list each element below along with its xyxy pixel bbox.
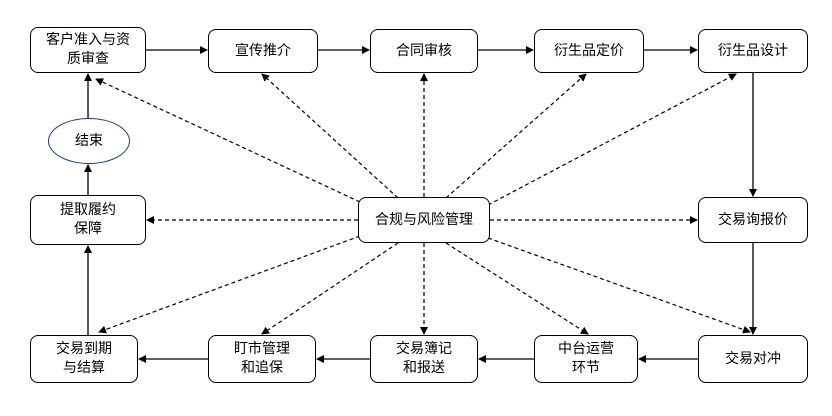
node-performance-guarantee: 提取履约 保障 xyxy=(30,195,146,245)
dashed-risk-to-admission xyxy=(95,78,361,203)
node-middle-office: 中台运营 环节 xyxy=(534,335,638,383)
node-trade-inquiry: 交易询报价 xyxy=(698,197,808,243)
node-booking-reporting: 交易簿记 和报送 xyxy=(370,335,478,383)
node-contract-review: 合同审核 xyxy=(370,29,478,73)
node-customer-admission: 客户准入与资 质审查 xyxy=(30,27,146,73)
node-mark-to-market: 盯市管理 和追保 xyxy=(208,335,316,383)
node-derivative-pricing: 衍生品定价 xyxy=(534,29,644,73)
dashed-risk-to-maturity xyxy=(98,235,361,334)
dashed-risk-to-mtm xyxy=(261,242,399,335)
node-hedging: 交易对冲 xyxy=(698,335,808,383)
node-maturity-settlement: 交易到期 与结算 xyxy=(30,335,138,383)
node-end: 结束 xyxy=(48,118,130,164)
node-promotion: 宣传推介 xyxy=(208,29,318,73)
dashed-risk-to-pricing xyxy=(445,73,587,199)
dashed-risk-to-promotion xyxy=(261,73,399,199)
node-derivative-design: 衍生品设计 xyxy=(698,29,808,73)
dashed-risk-to-design xyxy=(487,73,737,206)
node-compliance-risk: 合规与风险管理 xyxy=(358,197,490,243)
dashed-risk-to-middle-office xyxy=(445,242,589,335)
dashed-risk-to-hedging xyxy=(487,237,751,334)
